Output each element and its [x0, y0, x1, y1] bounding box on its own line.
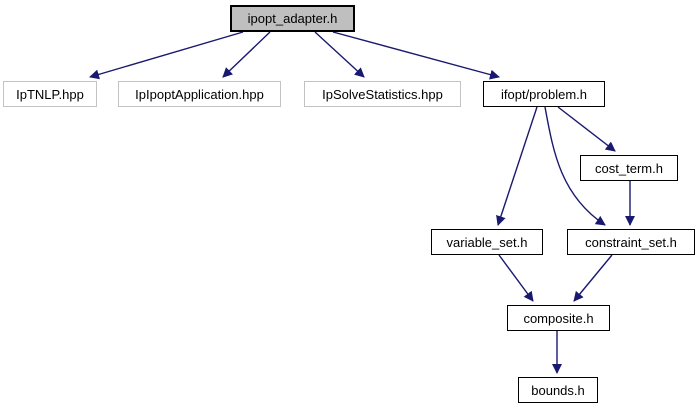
node-composite-h[interactable]: composite.h — [507, 305, 610, 331]
edge-variable-set-h-to-composite-h — [498, 254, 534, 302]
edge-ifopt-problem-h-to-constraint-set-h — [544, 106, 606, 226]
edge-ifopt-problem-h-to-cost-term-h — [557, 106, 616, 152]
edge-ipopt-adapter-h-to-ifopt-problem-h — [332, 31, 500, 80]
node-ipopt-adapter-h: ipopt_adapter.h — [230, 5, 355, 32]
node-bounds-h[interactable]: bounds.h — [518, 377, 598, 403]
node-ipipoptapplication-hpp: IpIpoptApplication.hpp — [118, 81, 281, 107]
node-constraint-set-h[interactable]: constraint_set.h — [567, 229, 695, 255]
node-variable-set-h[interactable]: variable_set.h — [431, 229, 543, 255]
node-cost-term-h[interactable]: cost_term.h — [580, 155, 678, 181]
edge-ipopt-adapter-h-to-ipipoptapplication-hpp — [222, 31, 271, 78]
edge-constraint-set-h-to-composite-h — [573, 254, 613, 302]
node-ifopt-problem-h[interactable]: ifopt/problem.h — [483, 81, 605, 107]
edge-ifopt-problem-h-to-variable-set-h — [496, 106, 538, 226]
node-iptnlp-hpp: IpTNLP.hpp — [3, 81, 97, 107]
edge-ipopt-adapter-h-to-iptnlp-hpp — [89, 31, 244, 80]
edge-ipopt-adapter-h-to-ipsolvestatistics-hpp — [314, 31, 365, 78]
node-ipsolvestatistics-hpp: IpSolveStatistics.hpp — [304, 81, 461, 107]
